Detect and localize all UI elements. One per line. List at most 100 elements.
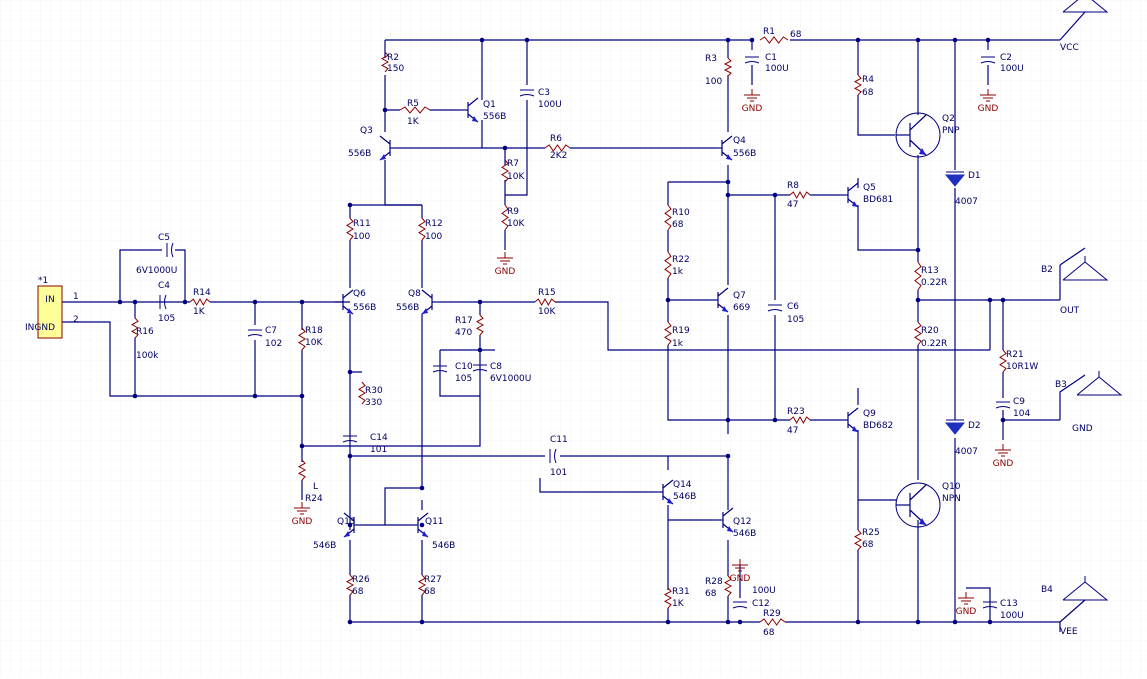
junction-dot	[772, 192, 778, 198]
capacitor-plate	[171, 242, 174, 258]
diode-body	[944, 174, 966, 187]
resistor-body	[380, 51, 390, 73]
junction-dot	[915, 297, 921, 303]
capacitor-plate	[767, 309, 783, 312]
transistor-collector	[417, 512, 429, 522]
capacitor-c8-ref: C8	[490, 362, 502, 372]
resistor-r19-ref: R19	[672, 326, 690, 336]
capacitor-c12-ref: C12	[752, 599, 770, 609]
transistor-collector	[847, 182, 859, 192]
resistor-r6-value: 2K2	[550, 151, 567, 161]
capacitor-c10-value: 105	[455, 374, 472, 384]
resistor-body	[418, 217, 426, 241]
capacitor-c14-value: 101	[370, 445, 387, 455]
transistor-collector	[847, 407, 859, 417]
junction-dot	[855, 619, 861, 625]
port-antenna	[1062, 0, 1109, 13]
capacitor-c5-value: 6V1000U	[136, 266, 177, 276]
resistor-r6-ref: R6	[550, 134, 562, 144]
resistor-r28-value: 68	[705, 589, 717, 599]
transistor-q9-ref: Q9	[863, 409, 876, 419]
resistor-r16-value: 100k	[136, 351, 159, 361]
port-b4-label: B4	[1041, 585, 1053, 595]
resistor-body	[346, 217, 354, 241]
capacitor-plate	[164, 294, 167, 310]
port-vcc-label: VCC	[1060, 43, 1079, 53]
junction-dot	[347, 369, 353, 375]
capacitor-plate	[980, 61, 996, 64]
wire	[1059, 247, 1086, 266]
resistor-body	[189, 297, 211, 307]
port-gnd-label: GND	[1072, 424, 1093, 434]
resistor-r30-value: 330	[365, 398, 382, 408]
transistor-q4-ref: Q4	[733, 136, 746, 146]
resistor-r14-ref: R14	[193, 288, 211, 298]
connector-ref: *1	[38, 276, 48, 286]
junction-dot	[299, 393, 305, 399]
transistor-q13-ref: Q13	[337, 517, 356, 527]
resistor-r10-value: 68	[672, 220, 684, 230]
junction-dot	[725, 179, 731, 185]
transistor-collector	[722, 507, 734, 517]
transistor-collector	[342, 289, 354, 299]
resistor-r3-ref: R3	[705, 54, 717, 64]
gnd-label: GND	[742, 104, 763, 114]
capacitor-plate	[995, 406, 1011, 409]
diode-d2-value: 4007	[955, 447, 978, 457]
junction-dot	[419, 619, 425, 625]
transistor-arrow	[919, 518, 926, 525]
capacitor-c1-ref: C1	[765, 53, 777, 63]
transistor-collector	[721, 135, 733, 145]
resistor-r16-ref: R16	[136, 327, 154, 337]
connector-pin-ingnd-name: INGND	[25, 323, 55, 333]
junction-dot	[299, 299, 305, 305]
capacitor-c2-ref: C2	[1000, 53, 1012, 63]
capacitor-plate	[472, 369, 488, 372]
resistor-r22-value: 1k	[672, 267, 684, 277]
resistor-r27-value: 68	[424, 587, 436, 597]
transistor-q7-ref: Q7	[733, 291, 746, 301]
junction-dot	[132, 299, 138, 305]
input-connector	[37, 285, 63, 339]
resistor-r31-ref: R31	[672, 587, 690, 597]
resistor-r7-value: 10K	[507, 172, 525, 182]
resistor-body	[723, 57, 733, 77]
resistor-r27-ref: R27	[424, 575, 442, 585]
junction-dot	[419, 522, 425, 528]
junction-dot	[299, 443, 305, 449]
transistor-q8-ref: Q8	[408, 289, 421, 299]
port-b2-label: B2	[1041, 265, 1053, 275]
resistor-r18-ref: R18	[305, 326, 323, 336]
transistor-q3-ref: Q3	[360, 126, 373, 136]
capacitor-plate	[744, 61, 760, 64]
capacitor-plate	[432, 370, 448, 373]
resistor-body	[759, 618, 786, 626]
junction-dot	[737, 619, 743, 625]
resistor-r1-value: 68	[790, 30, 802, 40]
transistor-q2-value: PNP	[942, 126, 960, 136]
wire	[857, 205, 918, 251]
resistor-r2-ref: R2	[387, 53, 399, 63]
wire	[667, 345, 728, 421]
transistor-arrow	[344, 531, 350, 537]
transistor-arrow	[422, 308, 428, 314]
transistor-q1-ref: Q1	[483, 100, 496, 110]
junction-dot	[725, 192, 731, 198]
resistor-r4-value: 68	[862, 88, 874, 98]
capacitor-c11-value: 101	[550, 468, 567, 478]
wire	[1059, 11, 1086, 41]
junction-dot	[987, 297, 993, 303]
transistor-arrow	[852, 201, 858, 207]
resistor-r31-value: 1K	[672, 599, 685, 609]
transistor-q6-ref: Q6	[353, 289, 366, 299]
junction-dot	[117, 299, 123, 305]
resistor-body	[358, 381, 366, 405]
connector-pin-in-name: IN	[45, 295, 54, 305]
transistor-q3-value: 556B	[348, 149, 371, 159]
port-antenna	[1062, 581, 1109, 601]
transistor-q5-value: BD681	[863, 195, 893, 205]
junction-dot	[987, 619, 993, 625]
resistor-body	[544, 144, 571, 152]
resistor-body	[853, 529, 863, 551]
